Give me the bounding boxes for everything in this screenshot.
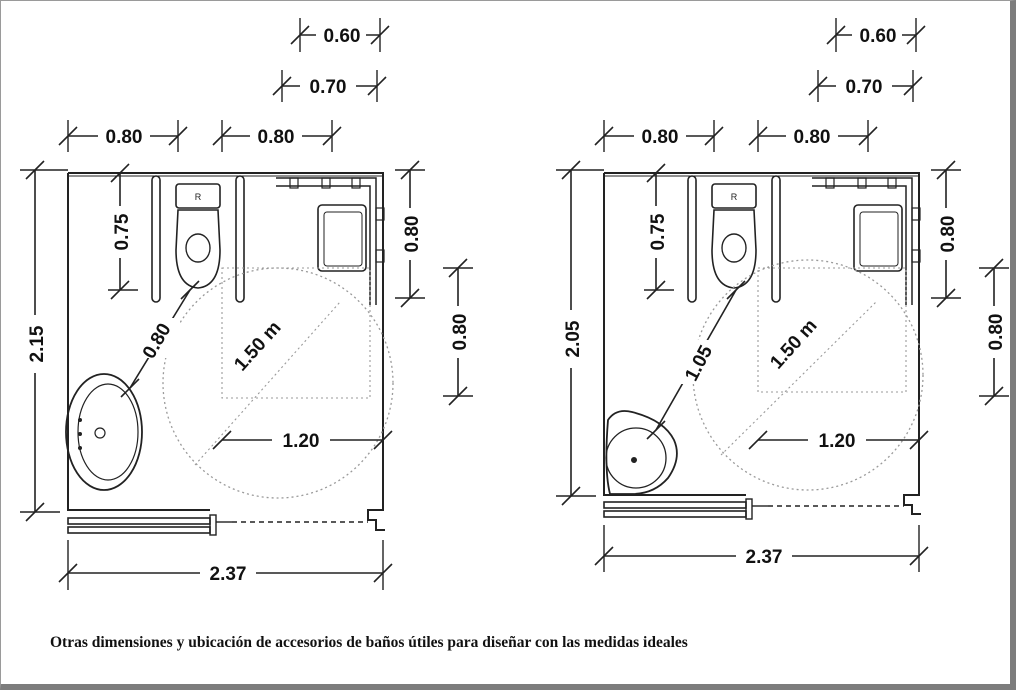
dim-right-total-width: 2.37 (746, 547, 783, 568)
dim-left-turning-circle: 1.50 m (230, 317, 285, 375)
dim-left-bay-left: 0.80 (106, 127, 143, 148)
dim-right-top-small: 0.60 (860, 26, 897, 47)
dim-right-clear-width: 1.20 (819, 431, 856, 452)
dim-right-wc-depth: 0.75 (648, 213, 669, 250)
dim-left-bay-right: 0.80 (258, 127, 295, 148)
dim-left-clear-width: 1.20 (283, 431, 320, 452)
dim-right-turning-circle: 1.50 m (766, 315, 821, 373)
dim-right-right-lower: 0.80 (986, 314, 1007, 351)
svg-text:R: R (731, 192, 738, 202)
dim-left-total-width: 2.37 (210, 564, 247, 585)
figure-caption: Otras dimensiones y ubicación de accesor… (50, 634, 688, 651)
dim-right-top-mid: 0.70 (846, 77, 883, 98)
plan-left: 0.60 0.70 0.80 0.80 0.75 2.15 (20, 18, 473, 590)
plan-right: R 0.60 0.70 (556, 18, 1009, 572)
dim-left-wc-depth: 0.75 (112, 213, 133, 250)
dim-right-right-upper: 0.80 (938, 216, 959, 253)
dim-right-bay-left: 0.80 (642, 127, 679, 148)
dim-left-height: 2.15 (27, 325, 48, 362)
washbasin-left (65, 373, 143, 491)
dim-left-right-upper: 0.80 (402, 216, 423, 253)
dim-right-height: 2.05 (563, 320, 584, 357)
dim-left-top-mid: 0.70 (310, 77, 347, 98)
dim-left-right-lower: 0.80 (450, 314, 471, 351)
dim-right-bay-right: 0.80 (794, 127, 831, 148)
dim-left-top-small: 0.60 (324, 26, 361, 47)
washbasin-right (605, 410, 678, 495)
